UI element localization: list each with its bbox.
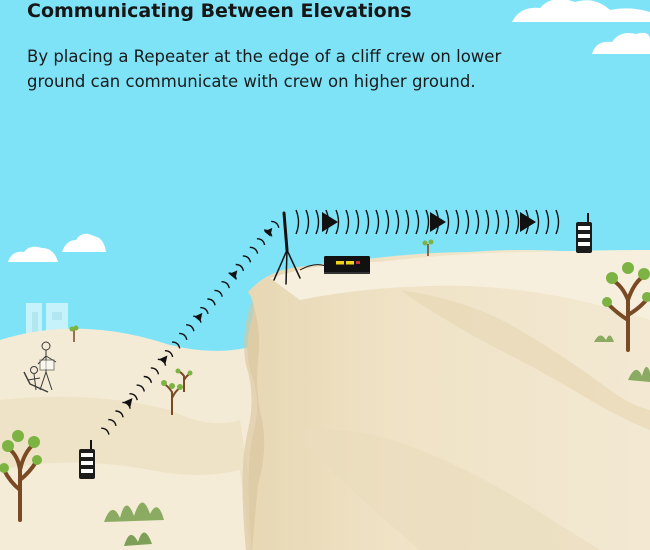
signal-arc [545, 209, 550, 235]
handheld-radio-high [576, 213, 592, 253]
signal-arc [242, 255, 252, 263]
signal-arc [256, 238, 266, 246]
signal-arc [271, 220, 280, 228]
signal-arc [108, 418, 117, 427]
front-dune [0, 462, 250, 550]
signal-arrow-icon [264, 227, 273, 237]
handheld-radio-low [79, 440, 95, 479]
repeater-cable [299, 264, 327, 271]
signal-arc [495, 209, 500, 235]
signal-arc [485, 209, 490, 235]
signal-arc [455, 209, 460, 235]
cloud-left-medium [62, 233, 106, 252]
signal-arrow-icon [520, 212, 536, 232]
signal-arc [405, 209, 410, 235]
signal-arrow-icon [229, 270, 238, 280]
page-title: Communicating Between Elevations [27, 0, 412, 22]
distant-sapling [69, 325, 79, 342]
signal-arc [136, 384, 145, 392]
signal-arrow-icon [124, 398, 133, 407]
signal-arc [365, 209, 370, 235]
cloud-left-small [8, 246, 58, 262]
signal-arc [475, 209, 480, 235]
signal-arc [164, 350, 174, 358]
signal-arc [214, 289, 223, 297]
signal-arc [129, 393, 138, 401]
tripod-antenna-icon [273, 211, 301, 285]
signal-arc [345, 209, 350, 235]
shrub-front-left [104, 502, 164, 546]
signal-arc [150, 367, 160, 375]
signal-arc [186, 324, 195, 332]
signal-arc [465, 209, 470, 235]
signal-arc [535, 209, 540, 235]
signal-arc [207, 298, 216, 306]
signal-arc [179, 332, 188, 340]
signal-arc [425, 209, 430, 235]
joshua-tree-tiny [175, 368, 193, 392]
signal-arc [143, 375, 153, 384]
signal-arc [101, 427, 110, 435]
signal-arc [385, 209, 390, 235]
lower-ridge [290, 429, 600, 550]
description-text: By placing a Repeater at the edge of a c… [27, 47, 502, 91]
plateau-sapling [422, 239, 434, 256]
cloud-top-right [512, 0, 650, 22]
cliff-shadow [242, 300, 265, 550]
cloud-right [592, 32, 650, 54]
joshua-tree-right [602, 262, 650, 352]
signal-arc [171, 341, 181, 349]
signal-horizontal [295, 209, 560, 235]
shrub-plateau [594, 335, 614, 342]
joshua-tree-small [161, 380, 183, 415]
signal-arc [355, 209, 360, 235]
signal-arrow-icon [430, 212, 446, 232]
signal-arc [375, 209, 380, 235]
joshua-tree-left [0, 430, 42, 522]
repeater-base-station-icon [324, 256, 370, 274]
signal-arc [315, 209, 320, 235]
signal-arc [305, 209, 310, 235]
signal-arc [445, 209, 450, 235]
signal-arc [221, 281, 230, 289]
signal-arc [505, 209, 510, 235]
signal-arc [115, 410, 124, 418]
signal-arc [295, 209, 300, 235]
signal-arc [395, 209, 400, 235]
signal-diagonal [101, 220, 280, 435]
shrub-edge-right [628, 366, 650, 382]
signal-arc [415, 209, 420, 235]
signal-arc [235, 263, 245, 272]
signal-arc [249, 246, 259, 254]
signal-arc [335, 209, 340, 235]
signal-arrow-icon [322, 212, 338, 232]
signal-arrow-icon [159, 355, 168, 365]
cliff-ridge [400, 290, 650, 430]
signal-arrow-icon [194, 312, 203, 322]
signal-arc [515, 209, 520, 235]
signal-arc [555, 209, 560, 235]
signal-arc [200, 306, 209, 315]
crew-lower-ground [23, 341, 57, 393]
